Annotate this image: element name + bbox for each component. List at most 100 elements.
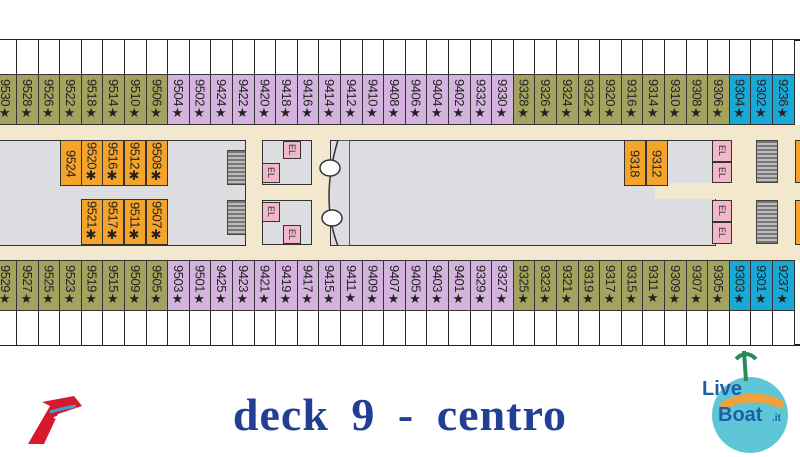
cabin-number: 9503★: [170, 264, 186, 307]
balcony: [0, 40, 17, 74]
cabin[interactable]: 9527★: [16, 260, 39, 311]
cabin[interactable]: 9324★: [556, 74, 579, 125]
cabin[interactable]: 9514★: [102, 74, 125, 125]
balcony: [253, 40, 277, 74]
cabin[interactable]: 9311★: [642, 260, 665, 311]
cabin[interactable]: 9323★: [534, 260, 557, 311]
cabin[interactable]: 9502★: [188, 74, 212, 125]
cabin[interactable]: 9411★: [340, 260, 363, 311]
cabin[interactable]: 9305★: [707, 260, 730, 311]
cabin[interactable]: 9526★: [37, 74, 61, 125]
balcony: [707, 40, 730, 74]
cabin[interactable]: 9421★: [253, 260, 277, 311]
cabin[interactable]: 9314★: [642, 74, 665, 125]
cabin[interactable]: 9236★: [772, 74, 795, 125]
cabin[interactable]: 9523★: [59, 260, 82, 311]
cabin[interactable]: 9406★: [404, 74, 428, 125]
cabin[interactable]: 9304★: [728, 74, 752, 125]
cabin[interactable]: 9315★: [620, 260, 644, 311]
cabin[interactable]: 9308★: [685, 74, 709, 125]
cabin[interactable]: 9401★: [448, 260, 471, 311]
cabin[interactable]: 9515★: [102, 260, 125, 311]
cabin[interactable]: 9410★: [361, 74, 385, 125]
cabin[interactable]: 9424★: [210, 74, 233, 125]
cabin[interactable]: 9306★: [707, 74, 730, 125]
inner-cabin[interactable]: 9318: [624, 140, 646, 186]
cabin[interactable]: 9528★: [16, 74, 39, 125]
cabin[interactable]: 9307★: [685, 260, 709, 311]
balcony: [685, 311, 709, 345]
cabin[interactable]: 9325★: [512, 260, 536, 311]
cabin[interactable]: 9330★: [491, 74, 514, 125]
cabin[interactable]: 9328★: [512, 74, 536, 125]
cabin[interactable]: 9425★: [210, 260, 233, 311]
cabin[interactable]: 9509★: [124, 260, 147, 311]
cabin[interactable]: 9519★: [80, 260, 104, 311]
cabin[interactable]: 9404★: [426, 74, 449, 125]
cabin[interactable]: 9409★: [361, 260, 385, 311]
cabin[interactable]: 9319★: [577, 260, 601, 311]
cabin[interactable]: 9403★: [426, 260, 449, 311]
cabin[interactable]: 9417★: [296, 260, 320, 311]
cabin[interactable]: 9320★: [599, 74, 622, 125]
inner-cabin[interactable]: 9512✱: [124, 140, 146, 186]
cabin[interactable]: 9309★: [664, 260, 687, 311]
cabin[interactable]: 9407★: [383, 260, 406, 311]
inner-cabin[interactable]: 9507✱: [146, 199, 168, 245]
cabin[interactable]: 9303★: [728, 260, 752, 311]
cabin[interactable]: 9302★: [750, 74, 773, 125]
inner-cabin[interactable]: 9517✱: [102, 199, 124, 245]
cabin[interactable]: 9237★: [772, 260, 795, 311]
inner-cabin[interactable]: 9312: [646, 140, 668, 186]
cabin[interactable]: 9420★: [253, 74, 277, 125]
cabin[interactable]: 9419★: [275, 260, 298, 311]
cabin[interactable]: 9501★: [188, 260, 212, 311]
inner-cabin[interactable]: 9521✱: [81, 199, 103, 245]
cabin[interactable]: 9423★: [232, 260, 255, 311]
cabin[interactable]: 9414★: [318, 74, 341, 125]
cabin[interactable]: 9405★: [404, 260, 428, 311]
inner-cabin[interactable]: 9516✱: [102, 140, 124, 186]
cabin[interactable]: 9416★: [296, 74, 320, 125]
cabin-number: 9518★: [84, 78, 100, 121]
cabin[interactable]: 9506★: [145, 74, 169, 125]
cabin[interactable]: 9530★: [0, 74, 17, 125]
balcony: [620, 40, 644, 74]
balcony: [728, 311, 752, 345]
cabin[interactable]: 9415★: [318, 260, 341, 311]
cabin[interactable]: 9310★: [664, 74, 687, 125]
cabin-edge: [795, 200, 800, 245]
cabin[interactable]: 9408★: [383, 74, 406, 125]
cabin[interactable]: 9418★: [275, 74, 298, 125]
cabin[interactable]: 9301★: [750, 260, 773, 311]
cabin[interactable]: 9321★: [556, 260, 579, 311]
cabin[interactable]: 9329★: [469, 260, 493, 311]
cabin[interactable]: 9503★: [167, 260, 190, 311]
inner-cabin[interactable]: 9520✱: [81, 140, 103, 186]
cabin[interactable]: 9412★: [340, 74, 363, 125]
cabin-number: 9515★: [106, 264, 122, 307]
inner-cabin[interactable]: 9508✱: [146, 140, 168, 186]
cabin[interactable]: 9522★: [59, 74, 82, 125]
cabin-number: 9419★: [278, 264, 294, 307]
cabin-number: 9330★: [494, 78, 510, 121]
cabin[interactable]: 9422★: [232, 74, 255, 125]
cabin[interactable]: 9327★: [491, 260, 514, 311]
cabin[interactable]: 9529★: [0, 260, 17, 311]
cabin[interactable]: 9504★: [167, 74, 190, 125]
cabin[interactable]: 9402★: [448, 74, 471, 125]
inner-cabin[interactable]: 9511✱: [124, 199, 146, 245]
cabin[interactable]: 9332★: [469, 74, 493, 125]
cabin-number: 9311★: [646, 265, 662, 306]
balcony: [534, 40, 557, 74]
cabin[interactable]: 9510★: [124, 74, 147, 125]
inner-cabin[interactable]: 9524: [60, 140, 82, 186]
cabin[interactable]: 9316★: [620, 74, 644, 125]
cabin[interactable]: 9525★: [37, 260, 61, 311]
cabin[interactable]: 9322★: [577, 74, 601, 125]
cabin[interactable]: 9326★: [534, 74, 557, 125]
cabin[interactable]: 9518★: [80, 74, 104, 125]
cabin[interactable]: 9505★: [145, 260, 169, 311]
cabin[interactable]: 9317★: [599, 260, 622, 311]
cabin-number: 9403★: [430, 264, 446, 307]
